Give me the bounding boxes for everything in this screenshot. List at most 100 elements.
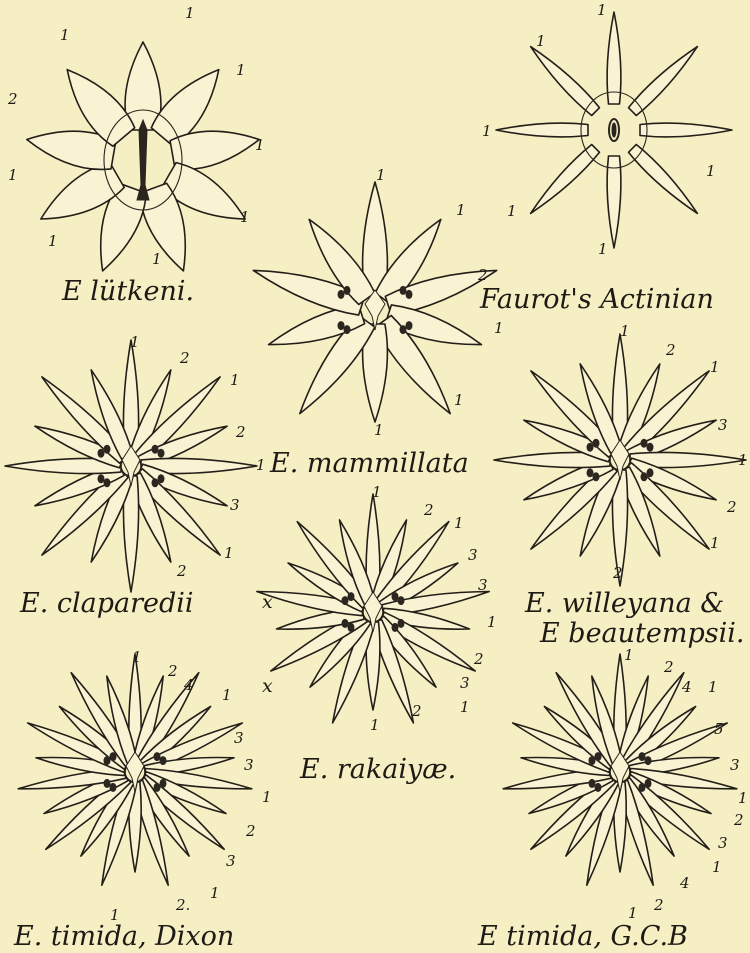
gonad-spot xyxy=(154,752,161,761)
tentacle-label: 3 xyxy=(244,756,254,774)
tentacle xyxy=(640,123,732,137)
caption-e-willeyana: E. willeyana & xyxy=(524,588,724,619)
gonad-spot xyxy=(645,779,652,788)
tentacle-label: 4 xyxy=(679,874,690,892)
tentacle-label: 2 xyxy=(176,562,187,580)
gonad-spot xyxy=(104,445,111,454)
gonad-spot xyxy=(344,286,351,295)
gonad-spot xyxy=(104,756,111,765)
gonad-spot xyxy=(104,478,111,487)
tentacle-label: 1 xyxy=(372,483,382,501)
caption-e-timida-gcb: E timida, G.C.B xyxy=(477,921,688,952)
tentacle-label: 1 xyxy=(620,322,630,340)
tentacle-label: 2 xyxy=(726,498,737,516)
figure-e-claparedii xyxy=(5,340,257,592)
tentacle-label: 1 xyxy=(454,514,464,532)
gonad-spot xyxy=(160,779,167,788)
tentacle-label: 1 xyxy=(130,333,140,351)
tentacle-label: 3 xyxy=(230,496,240,514)
gonad-spot xyxy=(406,290,413,299)
caption-e-lutkeni: E lütkeni. xyxy=(61,276,194,307)
tentacle-label: 1 xyxy=(706,162,716,180)
tentacle-label: 3 xyxy=(468,546,478,564)
gonad-spot xyxy=(593,472,600,481)
caption-e-mammillata: E. mammillata xyxy=(269,448,469,479)
gonad-spot xyxy=(400,325,407,334)
tentacle-label: 2 xyxy=(7,90,18,108)
gonad-spot xyxy=(160,756,167,765)
gonad-spot xyxy=(587,468,594,477)
tentacle-label: 1 xyxy=(230,371,240,389)
tentacle-label: 1 xyxy=(152,250,162,268)
tentacle-label: 1 xyxy=(8,166,18,184)
gonad-spot xyxy=(589,756,596,765)
tentacle-label: 3 xyxy=(718,834,728,852)
tentacle-label: 1 xyxy=(738,451,748,469)
figure-faurots-actinian xyxy=(496,12,732,248)
tentacle-label: 2. xyxy=(175,896,190,914)
tentacle-label: 2 xyxy=(179,349,190,367)
caption-e-rakaiyae: E. rakaiyæ. xyxy=(299,754,456,785)
gonad-spot xyxy=(398,596,405,605)
gonad-spot xyxy=(647,443,654,452)
gonad-spot xyxy=(342,596,349,605)
gonad-spot xyxy=(639,783,646,792)
caption-faurots-actinian: Faurot's Actinian xyxy=(479,284,714,315)
tentacle-label: 3 xyxy=(718,416,728,434)
tentacle-label: 2 xyxy=(423,501,434,519)
tentacle-label: 1 xyxy=(256,456,266,474)
tentacle-label: 1 xyxy=(456,201,466,219)
tentacle-label: 1 xyxy=(487,613,497,631)
tentacle-label: 1 xyxy=(712,858,722,876)
tentacle-label: 3 xyxy=(234,729,244,747)
gonad-spot xyxy=(98,449,105,458)
gonad-spot xyxy=(342,619,349,628)
tentacle-label: 1 xyxy=(710,358,720,376)
gonad-spot xyxy=(110,752,117,761)
tentacle-label: 1 xyxy=(624,646,634,664)
gonad-spot xyxy=(595,783,602,792)
gonad-spot xyxy=(338,321,345,330)
tentacle-label: 1 xyxy=(255,136,265,154)
gonad-spot xyxy=(158,449,165,458)
gonad-spot xyxy=(348,592,355,601)
tentacle-label: 3 xyxy=(730,756,740,774)
tentacle-label: 2 xyxy=(653,896,664,914)
gonad-spot xyxy=(398,619,405,628)
tentacle xyxy=(607,12,621,104)
tentacle-label: 1 xyxy=(598,240,608,258)
gonad-spot xyxy=(641,439,648,448)
tentacle-label: 1 xyxy=(60,26,70,44)
figure-e-timida-dixon xyxy=(18,654,252,885)
gonad-spot xyxy=(406,321,413,330)
e-lutkeni-mouth xyxy=(137,120,149,200)
gonad-spot xyxy=(595,752,602,761)
tentacle-label: 1 xyxy=(460,698,470,716)
figure-e-willeyana xyxy=(494,334,746,586)
gonad-spot xyxy=(338,290,345,299)
gonad-spot xyxy=(647,468,654,477)
caption-e-beautempsii: E beautempsii. xyxy=(539,618,744,649)
gonad-spot xyxy=(400,286,407,295)
tentacle-label: 2 xyxy=(473,650,484,668)
tentacle-label: 3 xyxy=(460,674,470,692)
tentacle-label: 4 xyxy=(183,676,194,694)
gonad-spot xyxy=(392,592,399,601)
tentacle xyxy=(607,156,621,248)
gonad-spot xyxy=(587,443,594,452)
caption-e-timida-dixon: E. timida, Dixon xyxy=(13,921,234,952)
tentacle-label: 1 xyxy=(628,904,638,922)
tentacle-label: 1 xyxy=(236,61,246,79)
tentacle-label: 1 xyxy=(708,678,718,696)
figure-e-timida-gcb xyxy=(503,654,737,885)
gonad-spot xyxy=(154,783,161,792)
tentacle xyxy=(496,123,588,137)
tentacle-label: 1 xyxy=(376,166,386,184)
tentacle xyxy=(125,42,161,130)
gonad-spot xyxy=(98,474,105,483)
tentacle-label: 4 xyxy=(681,678,692,696)
gonad-spot xyxy=(152,445,159,454)
tentacle-label: 1 xyxy=(262,788,272,806)
tentacle-label: 1 xyxy=(536,32,546,50)
